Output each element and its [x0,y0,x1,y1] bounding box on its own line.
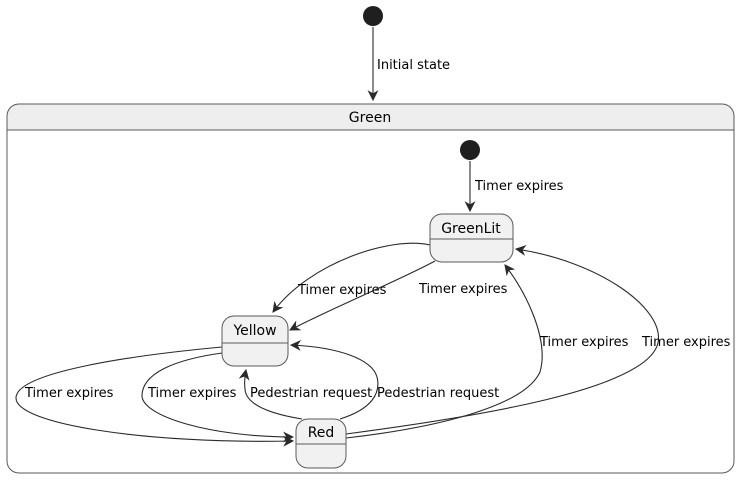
state-box [222,316,288,366]
transition-yellow-to-red-1 [15,346,295,447]
state-border [429,213,514,263]
transition-greenlit-to-yellow-2 [289,260,436,331]
state-name-label: GreenLit [441,221,501,237]
transition-label-timer-expires: Timer expires [418,282,508,297]
transition-label-timer-expires: Timer expires [147,386,237,401]
transition-yellow-to-red-2 [141,352,295,443]
composite-border [6,103,735,474]
composite-title-label: Green [349,110,391,126]
composite-title-bar [7,104,734,130]
transition-red-to-greenlit-2 [345,244,659,435]
transition-label-timer-expires: Timer expires [641,335,731,350]
composite-state-green: Green [6,103,735,474]
transition-label-timer-expires: Timer expires [539,335,629,350]
transition-red-to-yellow-1 [238,368,303,420]
composite-body [7,104,734,473]
transition-label-timer-expires: Timer expires [474,179,564,194]
transition-label-pedestrian-request: Pedestrian request [377,386,499,401]
state-yellow: Yellow [221,315,289,367]
state-name-label: Yellow [232,323,276,339]
transition-red-to-yellow-2 [289,339,379,420]
transition-red-to-greenlit-1 [345,264,543,439]
transition-greenlit-to-yellow-1 [272,242,431,313]
transition-label-pedestrian-request: Pedestrian request [250,386,372,401]
state-greenlit: GreenLit [429,213,514,263]
state-border [221,315,289,367]
state-name-label: Red [308,425,335,441]
state-red: Red [295,418,347,469]
initial-state-dot [363,6,383,26]
transition-label-initial-state: Initial state [377,58,450,73]
state-box [430,214,513,262]
transition-label-timer-expires: Timer expires [24,386,114,401]
inner-initial-state-dot [460,140,480,160]
